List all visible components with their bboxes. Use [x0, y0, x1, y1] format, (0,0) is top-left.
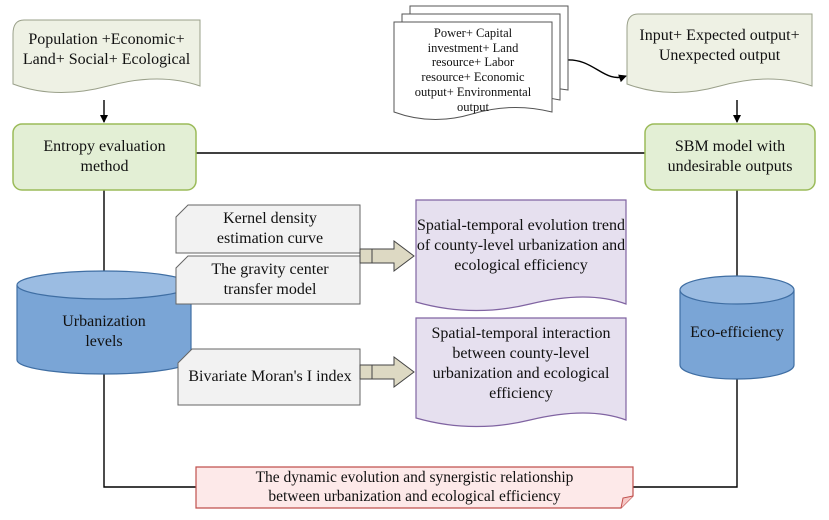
- sbm-indicators-label: Power+ Capital investment+ Land resource…: [414, 25, 532, 114]
- block-arrow-upper: [359, 240, 415, 272]
- urbanization-database-icon: [16, 270, 192, 375]
- interaction-box: [415, 317, 627, 428]
- input-output-shape: [626, 13, 813, 93]
- sbm-model-label: SBM model with undesirable outputs: [667, 138, 793, 175]
- sbm-model-box: [644, 123, 816, 191]
- kernel-density-label: Kernel density estimation curve: [216, 210, 324, 247]
- interaction-label: Spatial-temporal interaction between cou…: [431, 325, 611, 402]
- arrow-indicators-to-io: [565, 59, 627, 83]
- population-indicators-label: Population +Economic+ Land+ Social+ Ecol…: [22, 31, 191, 68]
- entropy-method-box: [12, 123, 197, 191]
- eco-efficiency-database-icon: [679, 275, 795, 380]
- evolution-trend-box: [415, 199, 627, 312]
- urbanization-levels-label: Urbanization levels: [62, 313, 146, 350]
- evolution-trend-label: Spatial-temporal evolution trend of coun…: [416, 217, 626, 274]
- eco-efficiency-label: Eco-efficiency: [690, 324, 784, 341]
- entropy-method-label: Entropy evaluation method: [43, 138, 166, 175]
- indicator-doc-front: [393, 21, 553, 121]
- synergy-box-fold: [620, 495, 634, 509]
- block-arrow-lower: [359, 356, 415, 388]
- input-output-label: Input+ Expected output+ Unexpected outpu…: [639, 27, 800, 64]
- kernel-density-box: [175, 204, 361, 254]
- bivariate-moran-box: [177, 348, 361, 406]
- gravity-center-box: [175, 255, 361, 305]
- population-indicators-shape: [12, 19, 201, 93]
- synergy-label: The dynamic evolution and synergistic re…: [255, 468, 574, 505]
- bivariate-moran-label: Bivariate Moran's I index: [188, 368, 352, 385]
- gravity-center-label: The gravity center transfer model: [211, 261, 329, 298]
